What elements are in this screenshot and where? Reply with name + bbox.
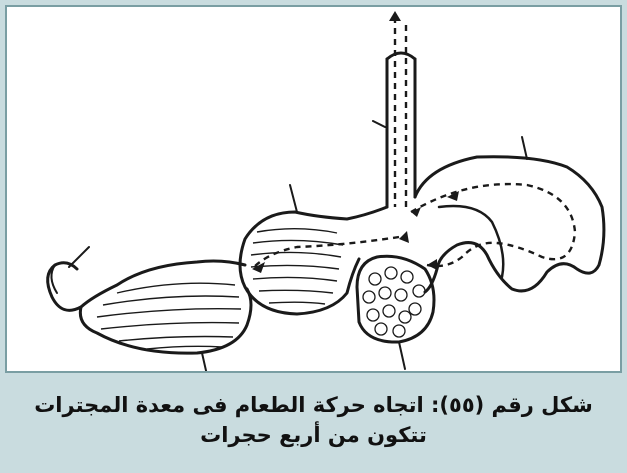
label-line-rumen bbox=[522, 137, 527, 159]
caption-line-1: شكل رقم (٥٥): اتجاه حركة الطعام فى معدة … bbox=[0, 390, 627, 420]
figure-caption: شكل رقم (٥٥): اتجاه حركة الطعام فى معدة … bbox=[0, 378, 627, 473]
label-line-abomasum bbox=[202, 353, 207, 371]
arrow-head-top bbox=[389, 11, 401, 21]
label-line-duodenum bbox=[69, 247, 89, 267]
abomasum-outline bbox=[80, 261, 251, 353]
label-line-esophagus bbox=[373, 121, 385, 127]
caption-line-2: تتكون من أربع حجرات bbox=[0, 420, 627, 450]
label-line-reticulum bbox=[399, 342, 405, 369]
stomach-drawing bbox=[5, 5, 622, 373]
omasum-outline bbox=[240, 207, 387, 314]
esophagus-top bbox=[387, 53, 415, 59]
label-line-omasum bbox=[290, 185, 297, 212]
ruminant-stomach-diagram bbox=[7, 7, 620, 371]
rumen-outline bbox=[415, 157, 604, 292]
